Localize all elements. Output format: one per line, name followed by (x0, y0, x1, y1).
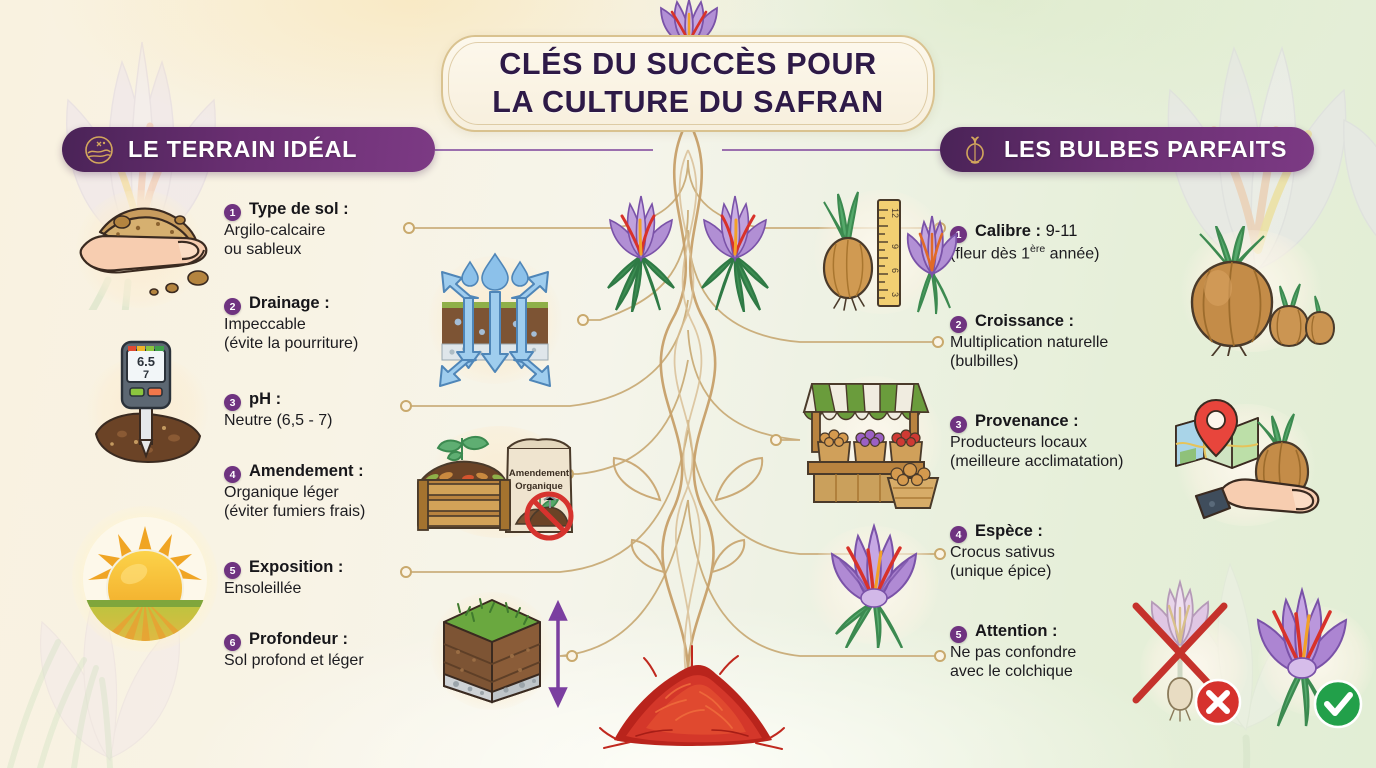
amendment-bag-line-2: Organique (515, 481, 563, 492)
item-title: pH : (249, 390, 282, 408)
item-number: 3 (950, 416, 967, 433)
illustration-crocus-flower (798, 520, 950, 648)
svg-text:6: 6 (890, 268, 900, 273)
ordinal-suffix: ère (1030, 243, 1046, 255)
item-line: (éviter fumiers frais) (224, 503, 366, 521)
section-header-bulbes-label: LES BULBES PARFAITS (1004, 136, 1288, 162)
item-line: Ne pas confondre (950, 644, 1077, 661)
illustration-ph-meter: 6.5 7 (78, 330, 218, 470)
item-line: (fleur dès 1ère année) (950, 243, 1100, 263)
list-item-type-de-sol[interactable]: 1 Type de sol : Argilo-calcaire ou sable… (224, 200, 349, 259)
list-item-attention[interactable]: 5 Attention : Ne pas confondre avec le c… (950, 622, 1076, 681)
item-line: Crocus sativus (950, 544, 1055, 561)
list-item-espece[interactable]: 4 Espèce : Crocus sativus (unique épice) (950, 522, 1055, 581)
section-header-terrain[interactable]: LE TERRAIN IDÉAL (62, 127, 435, 172)
item-title: Drainage : (249, 294, 330, 312)
item-line: ou sableux (224, 241, 302, 259)
title-line-2: LA CULTURE DU SAFRAN (492, 84, 884, 119)
bulb-icon (966, 135, 984, 164)
list-item-provenance[interactable]: 3 Provenance : Producteurs locaux (meill… (950, 412, 1123, 471)
no-manure-sign (524, 491, 574, 541)
item-line: (meilleure acclimatation) (950, 453, 1124, 471)
item-title: Croissance : (975, 312, 1075, 330)
item-title: Attention : (975, 622, 1058, 640)
item-title: Exposition : (249, 558, 344, 576)
item-number: 5 (224, 562, 241, 579)
item-line: Sol profond et léger (224, 652, 364, 669)
item-line: (évite la pourriture) (224, 335, 359, 353)
item-title: Espèce : (975, 522, 1043, 540)
ph-reading-top: 6.5 (137, 354, 155, 369)
list-item-calibre[interactable]: 1 Calibre : 9-11 (fleur dès 1ère année) (950, 222, 1100, 264)
illustration-sun-field (72, 506, 218, 652)
illustration-profondeur (424, 586, 580, 716)
item-title: Profondeur : (249, 630, 348, 648)
illustration-drainage (420, 248, 570, 392)
item-title-value: 9-11 (1045, 222, 1078, 240)
svg-text:3: 3 (890, 292, 900, 297)
illustration-provenance (1160, 396, 1328, 532)
banner-left-connector (435, 149, 653, 151)
illustration-saffron-pile (596, 640, 788, 752)
item-number: 1 (224, 204, 241, 221)
svg-text:12: 12 (890, 208, 900, 218)
illustration-amendement: Amendement Organique (412, 420, 592, 544)
item-line: Ensoleillée (224, 580, 302, 597)
section-header-terrain-label: LE TERRAIN IDÉAL (128, 136, 358, 162)
list-item-ph[interactable]: 3 pH : Neutre (6,5 - 7) (224, 390, 332, 430)
vine-crocus-right-icon (701, 195, 769, 312)
title-plate (441, 35, 935, 132)
item-number: 2 (224, 298, 241, 315)
svg-text:9: 9 (890, 244, 900, 249)
item-line: Neutre (6,5 - 7) (224, 412, 333, 429)
section-header-bulbes[interactable]: LES BULBES PARFAITS (940, 127, 1314, 172)
item-title-text: Calibre : (975, 222, 1042, 240)
list-item-drainage[interactable]: 2 Drainage : Impeccable (évite la pourri… (224, 294, 358, 353)
item-line: (unique épice) (950, 563, 1052, 581)
vine-crocus-left-icon (607, 195, 675, 312)
item-number: 2 (950, 316, 967, 333)
soil-landscape-icon (85, 135, 113, 164)
item-title: Type de sol : (249, 200, 349, 218)
item-number: 6 (224, 634, 241, 651)
item-number: 4 (950, 526, 967, 543)
item-number: 4 (224, 466, 241, 483)
title-line-1: CLÉS DU SUCCÈS POUR (499, 47, 877, 82)
illustration-bulb-cluster (1168, 226, 1336, 356)
list-item-croissance[interactable]: 2 Croissance : Multiplication naturelle … (950, 312, 1108, 371)
item-line: Impeccable (224, 316, 306, 333)
illustration-hand-soil (62, 186, 218, 312)
illustration-calibre: 12 9 6 3 (806, 186, 962, 318)
item-line: (bulbilles) (950, 353, 1019, 371)
item-number: 3 (224, 394, 241, 411)
amendment-bag-line-1: Amendement (509, 468, 570, 479)
item-title: Calibre : 9-11 (975, 222, 1077, 241)
illustration-market-stall (798, 368, 952, 512)
item-title: Provenance : (975, 412, 1079, 430)
title-card: CLÉS DU SUCCÈS POUR LA CULTURE DU SAFRAN (441, 35, 935, 132)
item-line: Multiplication naturelle (950, 334, 1109, 351)
item-line: Organique léger (224, 484, 339, 501)
item-title: Amendement : (249, 462, 364, 480)
banner-right-connector (722, 149, 940, 151)
item-line: Producteurs locaux (950, 434, 1087, 451)
item-line: avec le colchique (950, 663, 1073, 681)
item-line: Argilo-calcaire (224, 222, 326, 239)
illustration-attention-compare (1122, 576, 1376, 734)
list-item-exposition[interactable]: 5 Exposition : Ensoleillée (224, 558, 343, 598)
item-number: 5 (950, 626, 967, 643)
list-item-amendement[interactable]: 4 Amendement : Organique léger (éviter f… (224, 462, 365, 521)
page-title: CLÉS DU SUCCÈS POUR LA CULTURE DU SAFRAN (441, 35, 935, 132)
list-item-profondeur[interactable]: 6 Profondeur : Sol profond et léger (224, 630, 364, 670)
ph-reading-bottom: 7 (143, 369, 149, 381)
